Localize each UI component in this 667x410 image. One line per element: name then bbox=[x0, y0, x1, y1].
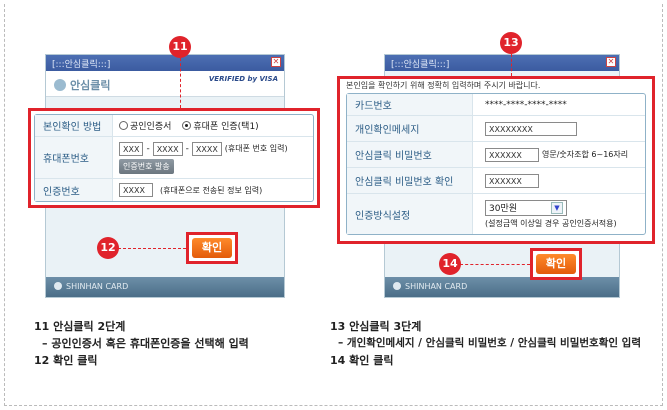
phone-fields: XXX - XXXX - XXXX (휴대폰 번호 입력) 인증번호 발송 bbox=[113, 141, 313, 174]
left-ok-button[interactable]: 확인 bbox=[192, 238, 232, 258]
pw2-row: 안심클릭 비밀번호 확인 XXXXXX bbox=[347, 168, 645, 194]
card-value: ****-****-****-**** bbox=[485, 99, 567, 110]
right-notice: 본인임을 확인하기 위해 정확히 입력하며 주시기 바랍니다. bbox=[346, 81, 541, 90]
connector-line bbox=[460, 264, 530, 265]
password-confirm-input[interactable]: XXXXXX bbox=[485, 173, 539, 188]
card-logo-icon bbox=[393, 282, 401, 290]
right-form-table: 카드번호 ****-****-****-**** 개인확인메세지 XXXXXXX… bbox=[346, 93, 646, 235]
connector-line bbox=[180, 58, 181, 108]
chevron-down-icon: ▼ bbox=[551, 201, 563, 214]
pw2-label: 안심클릭 비밀번호 확인 bbox=[347, 168, 473, 193]
left-caption-ok: 12 확인 클릭 bbox=[34, 354, 98, 367]
left-caption-detail: – 공인인증서 혹은 휴대폰인증을 선택해 입력 bbox=[42, 337, 249, 350]
left-ok-highlight: 확인 bbox=[186, 232, 238, 264]
password-input[interactable]: XXXXXX bbox=[485, 147, 539, 162]
step-badge-14: 14 bbox=[439, 253, 461, 275]
phone-input-2[interactable]: XXXX bbox=[152, 141, 183, 156]
method-label: 본인확인 방법 bbox=[35, 115, 113, 136]
radio-selected-icon bbox=[182, 121, 192, 130]
connector-line bbox=[118, 248, 186, 249]
radio-phone[interactable]: 휴대폰 인증(택1) bbox=[182, 119, 259, 132]
msg-label: 개인확인메세지 bbox=[347, 116, 473, 141]
right-ok-button[interactable]: 확인 bbox=[536, 254, 576, 274]
left-popup-title: [:::안심클릭:::] bbox=[52, 60, 111, 70]
right-caption-step: 13 안심클릭 3단계 bbox=[330, 320, 422, 333]
code-input[interactable]: XXXX bbox=[119, 183, 153, 197]
right-caption: 13 안심클릭 3단계 – 개인확인메세지 / 안심클릭 비밀번호 / 안심클릭… bbox=[330, 318, 641, 369]
visa-logo: VERIFIED by VISA bbox=[208, 75, 278, 83]
msg-fields: XXXXXXXX bbox=[473, 121, 583, 136]
phone-row: 휴대폰번호 XXX - XXXX - XXXX (휴대폰 번호 입력) 인증번호… bbox=[35, 137, 313, 179]
right-ok-highlight: 확인 bbox=[530, 248, 582, 280]
left-caption: 11 안심클릭 2단계 – 공인인증서 혹은 휴대폰인증을 선택해 입력 12 … bbox=[34, 318, 249, 369]
send-code-button[interactable]: 인증번호 발송 bbox=[119, 158, 174, 174]
close-icon[interactable]: ✕ bbox=[606, 57, 616, 67]
right-popup-footer-text: SHINHAN CARD bbox=[405, 282, 468, 291]
left-popup-header-text: 안심클릭 bbox=[70, 79, 111, 92]
left-popup-footer-text: SHINHAN CARD bbox=[66, 282, 129, 291]
left-popup-titlebar: [:::안심클릭:::] bbox=[46, 55, 284, 71]
code-row: 인증번호 XXXX (휴대폰으로 전송된 정보 입력) bbox=[35, 179, 313, 201]
pw2-fields: XXXXXX bbox=[473, 173, 545, 188]
card-logo-icon bbox=[54, 282, 62, 290]
auth-hint: (설정금액 이상일 경우 공인인증서적용) bbox=[485, 218, 617, 228]
left-popup-header: 안심클릭 bbox=[46, 71, 284, 97]
step-badge-12: 12 bbox=[97, 237, 119, 259]
msg-row: 개인확인메세지 XXXXXXXX bbox=[347, 116, 645, 142]
phone-hint: (휴대폰 번호 입력) bbox=[224, 144, 288, 153]
right-form-overlay: 본인임을 확인하기 위해 정확히 입력하며 주시기 바랍니다. 카드번호 ***… bbox=[337, 76, 655, 244]
auth-label: 인증방식설정 bbox=[347, 194, 473, 234]
card-row: 카드번호 ****-****-****-**** bbox=[347, 94, 645, 116]
auth-amount-value: 30만원 bbox=[489, 204, 518, 214]
auth-amount-select[interactable]: 30만원 ▼ bbox=[485, 199, 567, 216]
phone-label: 휴대폰번호 bbox=[35, 137, 113, 178]
auth-row: 인증방식설정 30만원 ▼ (설정금액 이상일 경우 공인인증서적용) bbox=[347, 194, 645, 234]
step-badge-11: 11 bbox=[169, 36, 191, 58]
right-popup-title: [:::안심클릭:::] bbox=[391, 60, 450, 70]
right-popup-footer: SHINHAN CARD bbox=[385, 277, 619, 297]
radio-icon bbox=[119, 121, 128, 130]
dash: - bbox=[185, 143, 189, 154]
dash: - bbox=[146, 143, 150, 154]
page-frame bbox=[4, 4, 663, 406]
auth-fields: 30만원 ▼ (설정금액 이상일 경우 공인인증서적용) bbox=[473, 199, 623, 229]
right-caption-ok: 14 확인 클릭 bbox=[330, 354, 394, 367]
radio-certificate[interactable]: 공인인증서 bbox=[119, 119, 171, 132]
step-badge-13: 13 bbox=[500, 32, 522, 54]
method-options: 공인인증서 휴대폰 인증(택1) bbox=[113, 119, 265, 132]
pw-fields: XXXXXX 영문/숫자조합 6~16자리 bbox=[473, 147, 634, 162]
password-hint: 영문/숫자조합 6~16자리 bbox=[542, 150, 629, 159]
right-caption-detail: – 개인확인메세지 / 안심클릭 비밀번호 / 안심클릭 비밀번호확인 입력 bbox=[338, 337, 641, 349]
method-row: 본인확인 방법 공인인증서 휴대폰 인증(택1) bbox=[35, 115, 313, 137]
lock-icon bbox=[54, 79, 66, 91]
card-label: 카드번호 bbox=[347, 94, 473, 115]
pw-label: 안심클릭 비밀번호 bbox=[347, 142, 473, 167]
code-label: 인증번호 bbox=[35, 179, 113, 201]
close-icon[interactable]: ✕ bbox=[271, 57, 281, 67]
left-caption-step: 11 안심클릭 2단계 bbox=[34, 320, 126, 333]
left-form-table: 본인확인 방법 공인인증서 휴대폰 인증(택1) 휴대폰번호 XXX - XXX… bbox=[34, 114, 314, 202]
left-popup-footer: SHINHAN CARD bbox=[46, 277, 284, 297]
left-form-overlay: 본인확인 방법 공인인증서 휴대폰 인증(택1) 휴대폰번호 XXX - XXX… bbox=[28, 108, 320, 208]
radio-phone-label: 휴대폰 인증(택1) bbox=[193, 122, 259, 132]
connector-line bbox=[511, 54, 512, 76]
radio-certificate-label: 공인인증서 bbox=[130, 122, 172, 132]
pw-row: 안심클릭 비밀번호 XXXXXX 영문/숫자조합 6~16자리 bbox=[347, 142, 645, 168]
phone-input-3[interactable]: XXXX bbox=[191, 141, 222, 156]
code-fields: XXXX (휴대폰으로 전송된 정보 입력) bbox=[113, 183, 268, 197]
phone-input-1[interactable]: XXX bbox=[119, 141, 144, 156]
msg-input[interactable]: XXXXXXXX bbox=[485, 121, 577, 136]
right-popup-titlebar: [:::안심클릭:::] bbox=[385, 55, 619, 71]
code-hint: (휴대폰으로 전송된 정보 입력) bbox=[160, 185, 263, 195]
